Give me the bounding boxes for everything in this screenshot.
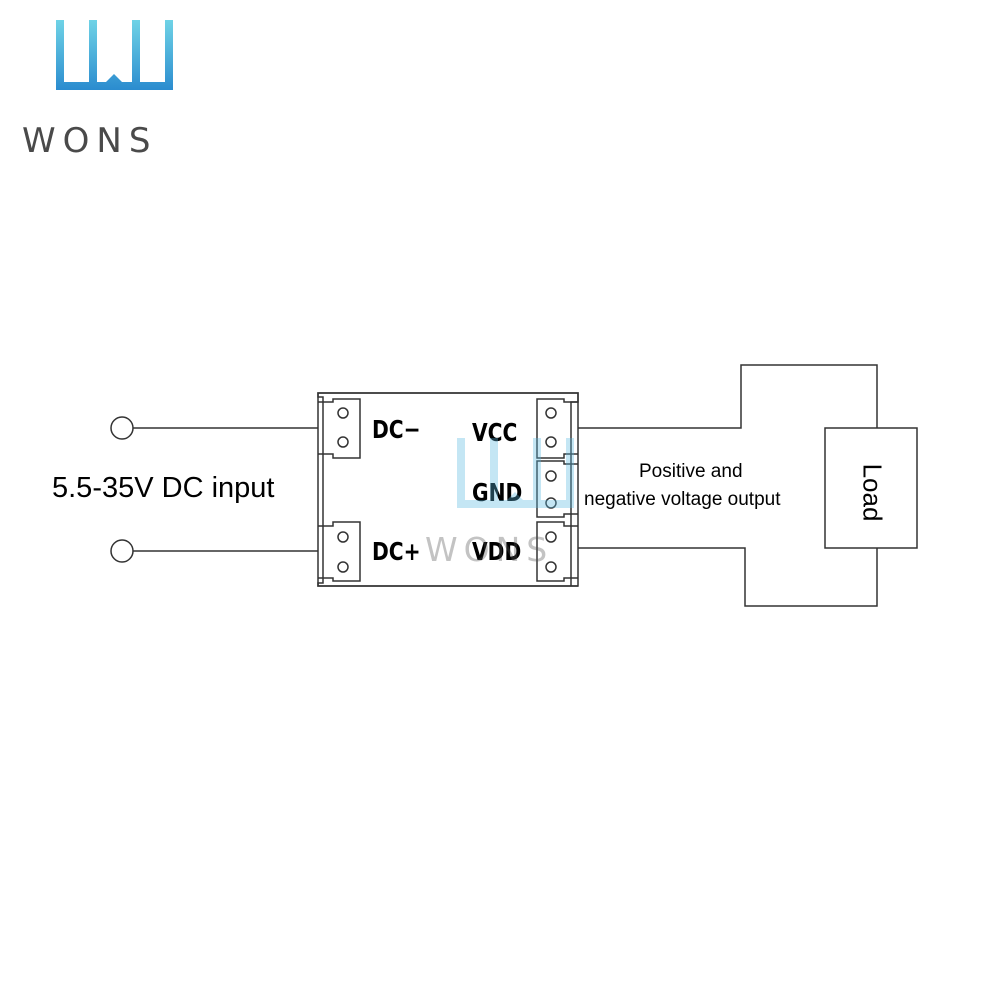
pin-label-gnd: GND: [472, 478, 522, 507]
logo-text: WONS: [22, 121, 158, 161]
output-label-line1: Positive and: [639, 461, 743, 482]
input-voltage-label: 5.5-35V DC input: [52, 472, 275, 504]
wire-vcc: [578, 364, 878, 429]
load-box: [824, 427, 918, 549]
output-label-line2: negative voltage output: [584, 489, 781, 510]
watermark: WONS: [425, 436, 585, 569]
pin-label-vcc: VCC: [472, 418, 518, 447]
watermark-text: WONS: [425, 530, 554, 569]
load-label: Load: [857, 463, 888, 522]
pin-label-dc-plus: DC+: [372, 537, 421, 566]
watermark-w-icon: [457, 438, 574, 508]
brand-logo: WONS: [22, 18, 182, 161]
logo-w-icon: [56, 20, 173, 90]
wire-vdd: [578, 547, 878, 607]
pin-label-vdd: VDD: [472, 537, 522, 566]
input-terminal-negative: [110, 416, 134, 440]
pin-label-dc-minus: DC−: [372, 415, 421, 444]
converter-module: [317, 392, 579, 587]
input-terminal-positive: [110, 539, 134, 563]
